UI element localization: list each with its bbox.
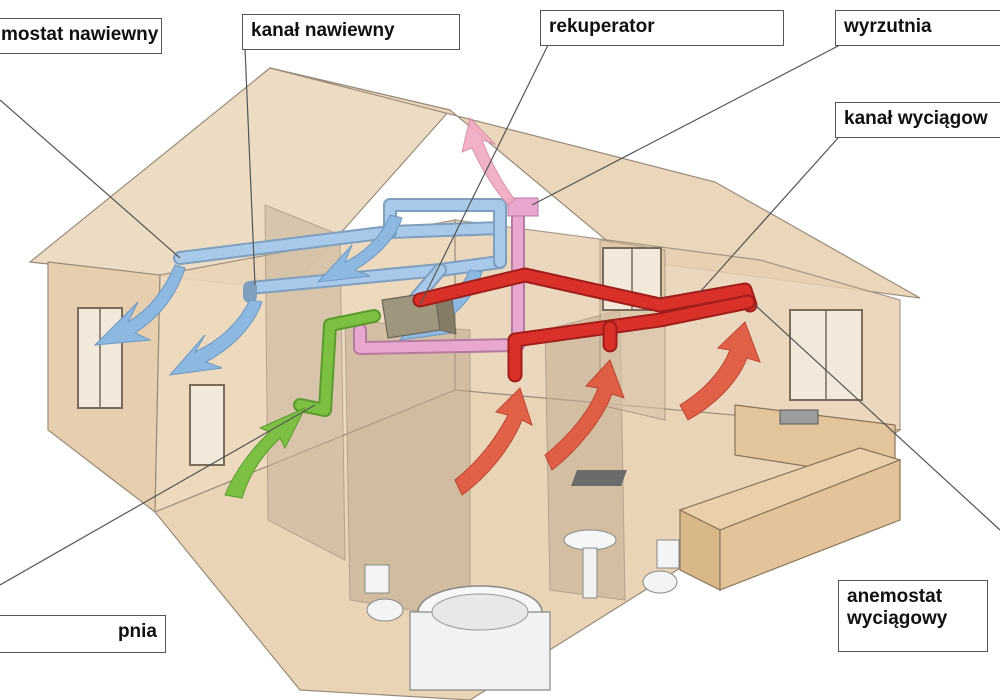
- sink: [779, 409, 819, 425]
- label-supply-duct: kanał nawiewny: [242, 14, 460, 50]
- leader-supply-duct: [244, 47, 256, 286]
- leader-recuperator: [419, 44, 549, 306]
- label-exhaust-diffuser-line1: anemostat: [847, 586, 943, 607]
- partition-1: [264, 204, 346, 561]
- leader-exhaust-duct: [699, 137, 839, 293]
- washbasin: [563, 529, 617, 599]
- leader-intake: [0, 404, 316, 586]
- partition-2: [344, 319, 471, 621]
- stove: [571, 470, 627, 486]
- supply-arrow-1: [93, 264, 186, 346]
- leader-supply-diffuser: [0, 99, 181, 259]
- fresh-air-arrow: [224, 406, 307, 499]
- fresh-air-duct-system: [293, 309, 381, 417]
- label-outlet: wyrzutnia: [835, 10, 1000, 46]
- label-exhaust-duct: kanał wyciągow: [835, 102, 1000, 138]
- house: [28, 67, 921, 700]
- supply-arrow-3: [316, 214, 403, 283]
- exhaust-arrow-1: [454, 387, 533, 496]
- outlet-air-arrow: [461, 116, 516, 206]
- leader-lines: [0, 44, 1000, 586]
- bathroom: [364, 529, 680, 691]
- label-exhaust-diffuser-line2: wyciągowy: [847, 608, 948, 629]
- kitchen-island-side: [719, 459, 901, 591]
- exhaust-air-arrows: [454, 321, 761, 496]
- label-intake: pnia: [0, 615, 166, 653]
- exhaust-duct-system: [412, 267, 758, 383]
- leader-exhaust-diffuser: [754, 304, 1000, 531]
- toilet-2: [642, 539, 680, 594]
- label-recuperator: rekuperator: [540, 10, 784, 46]
- label-supply-diffuser: mostat nawiewny: [0, 18, 162, 54]
- exhaust-arrow-3: [679, 321, 761, 421]
- label-exhaust-diffuser: anemostat wyciągowy: [838, 580, 988, 652]
- window-back: [189, 384, 225, 466]
- toilet: [364, 564, 404, 622]
- leader-outlet: [531, 44, 841, 206]
- exhaust-arrow-2: [544, 359, 625, 471]
- outlet-cap: [507, 197, 539, 217]
- supply-arrow-2: [168, 299, 263, 376]
- kitchen: [571, 404, 902, 591]
